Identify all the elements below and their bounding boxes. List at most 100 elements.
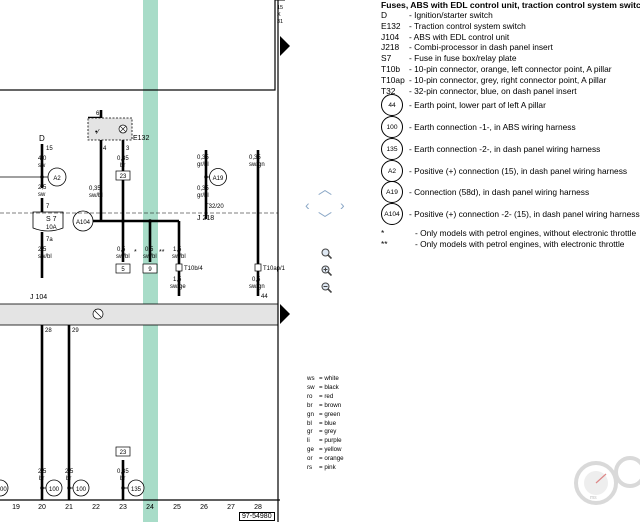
color-abbr: br	[307, 401, 313, 409]
color-key-item: ws = white	[307, 375, 339, 382]
color-key-item: li= purple	[307, 438, 342, 444]
wire-color: sw/bl	[172, 254, 186, 260]
wire-color: br	[66, 476, 71, 482]
pin-6: 6	[96, 111, 100, 117]
wire-gauge: 0,35	[197, 186, 209, 192]
box-5	[115, 263, 131, 274]
legend-circle: A104	[381, 203, 403, 225]
legend-code: D	[381, 10, 388, 20]
frame-top	[0, 0, 276, 91]
label-100: 100	[76, 487, 87, 493]
color-name: = white	[319, 375, 339, 382]
label-D: D	[39, 134, 45, 143]
note-desc: - Only models with petrol engines, witho…	[415, 228, 637, 238]
column-number: 22	[92, 504, 100, 511]
wire-gauge: 0,35	[117, 469, 129, 475]
wire-color: br	[120, 163, 125, 169]
column-number: 19	[12, 504, 20, 511]
pan-down-icon[interactable]: ﹀	[318, 211, 332, 227]
dashboard-logo-icon: ms	[574, 456, 640, 505]
wire-color: gr/bl	[197, 162, 209, 168]
color-abbr: ws	[307, 375, 315, 382]
legend-code: E132	[381, 20, 401, 31]
wire-gauge: 0,35	[249, 155, 261, 161]
wire-gauge: 0,5	[252, 277, 261, 283]
color-name: = grey	[319, 428, 337, 436]
pin-3: 3	[126, 146, 130, 152]
mark-x: X	[277, 12, 281, 18]
box-23-bottom-label: 23	[120, 450, 127, 456]
next-page-arrow-mid	[280, 304, 290, 324]
wire-gauge: 0,35	[117, 156, 129, 162]
legend-circle-desc: - Earth connection -1-, in ABS wiring ha…	[409, 122, 576, 132]
switch-symbol: •⁄	[95, 129, 100, 136]
color-name: = black	[319, 383, 339, 391]
color-key-item: ge= yellow	[307, 446, 342, 454]
legend-circle: 44	[381, 94, 403, 116]
color-abbr: rs	[307, 464, 313, 471]
wire-color: br	[120, 476, 125, 482]
legend-desc: - 10-pin connector, orange, left connect…	[409, 64, 612, 74]
box-23-bottom	[115, 446, 131, 457]
color-name: = brown	[319, 401, 342, 409]
color-name: = orange	[319, 455, 344, 463]
wire-gauge: 2,5	[38, 185, 47, 191]
note-mark: *	[134, 249, 137, 256]
legend-circle: 100	[381, 116, 403, 138]
legend-desc: - 10-pin connector, grey, right connecto…	[409, 74, 607, 85]
column-number: 24	[146, 504, 154, 511]
legend-circle: A19	[381, 181, 403, 203]
zoom-in-icon[interactable]	[321, 265, 332, 276]
color-abbr: ro	[307, 392, 313, 400]
wire-gauge: 4,0	[38, 156, 47, 162]
connector-T32-20: T32/20	[205, 204, 224, 210]
pan-left-icon[interactable]: ‹	[305, 197, 310, 213]
label-J218: J 218	[197, 215, 214, 222]
pan-right-icon[interactable]: ›	[340, 197, 345, 213]
wire-gauge: 2,5	[65, 469, 74, 475]
legend-desc: - Combi-processor in dash panel insert	[409, 42, 553, 53]
wire-color: sw/ge	[170, 284, 186, 290]
pin-4: 4	[103, 146, 107, 152]
legend-circle: A2	[381, 160, 403, 182]
column-number: 21	[65, 504, 73, 511]
earth-100	[45, 479, 63, 497]
box-23-label: 23	[120, 174, 127, 180]
column-number: 20	[38, 504, 46, 511]
pan-up-icon[interactable]: ︿	[318, 181, 332, 197]
label-A2: A2	[53, 176, 61, 182]
note-mark: **	[381, 238, 388, 249]
color-name: = green	[319, 410, 341, 418]
color-key-item: rs= pink	[307, 464, 336, 471]
column-number: 25	[173, 504, 181, 511]
wire-color: sw/bl	[143, 254, 157, 260]
svg-text:ms: ms	[590, 495, 597, 501]
color-name: = purple	[319, 437, 342, 445]
legend-desc: - Fuse in fuse box/relay plate	[409, 53, 517, 64]
wiring-diagram: 15 X 31 D 15 4,0 sw A2 2,5 sw 7 S 7 10A …	[0, 0, 290, 522]
zoom-out-icon[interactable]	[321, 282, 332, 293]
legend-circle: 135	[381, 138, 403, 160]
box-9-label: 9	[148, 267, 152, 273]
color-abbr: bl	[307, 419, 312, 427]
legend-code: T10b	[381, 64, 401, 74]
legend-circle-desc: - Positive (+) connection (15), in dash …	[409, 166, 628, 176]
wire-color: sw/gn	[249, 162, 265, 168]
pin-44: 44	[261, 294, 268, 300]
wire-gauge: 0,35	[197, 155, 209, 161]
legend-circle-desc: - Earth connection -2-, in dash panel wi…	[409, 144, 601, 154]
wire-color: sw	[38, 163, 46, 169]
earth-135	[127, 479, 145, 497]
legend-code: S7	[381, 53, 392, 64]
box-5-label: 5	[121, 267, 125, 273]
connector-T10b-4: T10b/4	[184, 266, 203, 272]
column-number: 27	[227, 504, 235, 511]
color-abbr: ge	[307, 446, 314, 454]
zoom-fit-icon[interactable]	[321, 248, 332, 259]
label-100-partial: 00	[0, 487, 7, 493]
connection-A2	[47, 167, 67, 187]
wire-gauge: 2,5	[38, 469, 47, 475]
wire-gauge: 1,5	[173, 277, 182, 283]
connection-A19	[209, 168, 227, 186]
label-J104: J 104	[30, 294, 47, 301]
